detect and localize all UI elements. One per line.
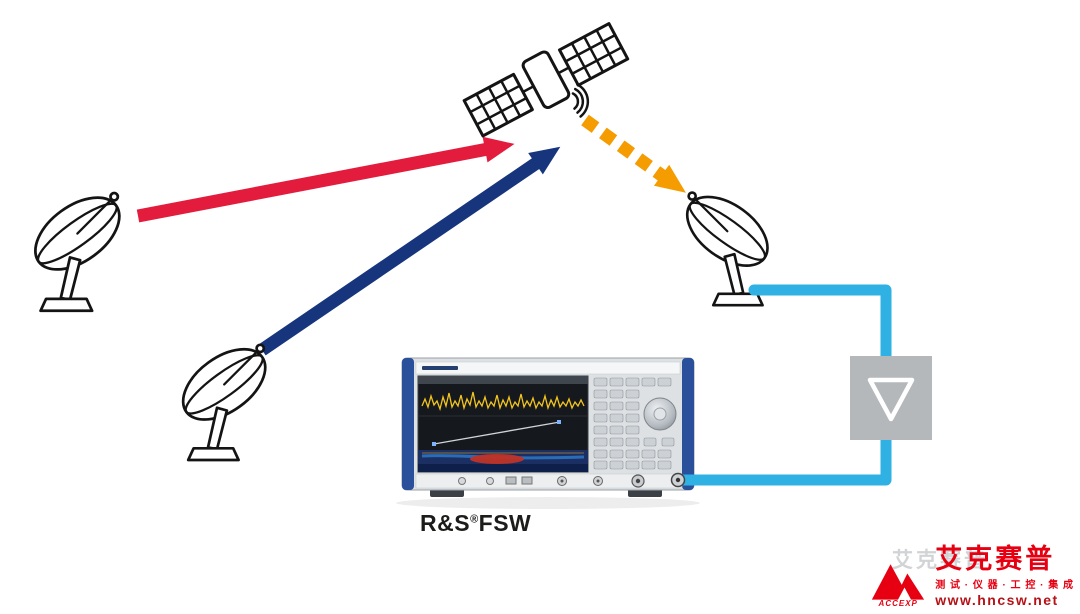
analyzer-screen (417, 375, 589, 473)
watermark-brand-en: ACCEXP (878, 599, 918, 608)
watermark-ghost-text: 艾克赛普 (892, 549, 988, 572)
spectrum-analyzer-icon (396, 357, 700, 509)
analyzer-left-trim (402, 358, 414, 490)
analyzer-keypad (593, 377, 675, 470)
instrument-model: FSW (478, 510, 532, 536)
satellite-icon (462, 22, 630, 138)
accexp-logo-icon (872, 564, 925, 600)
brand-logo-mark (422, 366, 458, 370)
amplifier-downconverter-icon (850, 356, 932, 440)
downlink-orange-dashed-arrow (581, 114, 686, 193)
amplifier-triangle (867, 377, 915, 422)
uplink-red-arrow (136, 136, 515, 223)
instrument-brand: R&S (420, 510, 471, 536)
watermark-tagline: 测 试 · 仪 器 · 工 控 · 集 成 (935, 580, 1074, 591)
instrument-label: R&S®FSW (420, 510, 531, 537)
watermark-brand-cn: 艾克赛普 (935, 543, 1056, 574)
analyzer-shadow (396, 497, 700, 509)
ground-dish-center-icon (169, 333, 280, 462)
rf-input-pin (675, 477, 681, 483)
ground-dish-left-icon (21, 181, 134, 313)
analyzer-top-strip (415, 361, 681, 375)
registered-mark: ® (470, 513, 479, 526)
gain-trace (433, 421, 561, 445)
accexp-logo: ACCEXP (869, 560, 927, 608)
analyzer-right-trim (682, 358, 694, 490)
analyzer-connector-strip (415, 473, 683, 489)
site-watermark: ACCEXP 艾克赛普 测 试 · 仪 器 · 工 控 · 集 成 www.hn… (869, 543, 1074, 608)
spectrum-trace (421, 391, 585, 412)
uplink-blue-arrow (258, 146, 561, 356)
watermark-url: www.hncsw.net (935, 592, 1059, 608)
